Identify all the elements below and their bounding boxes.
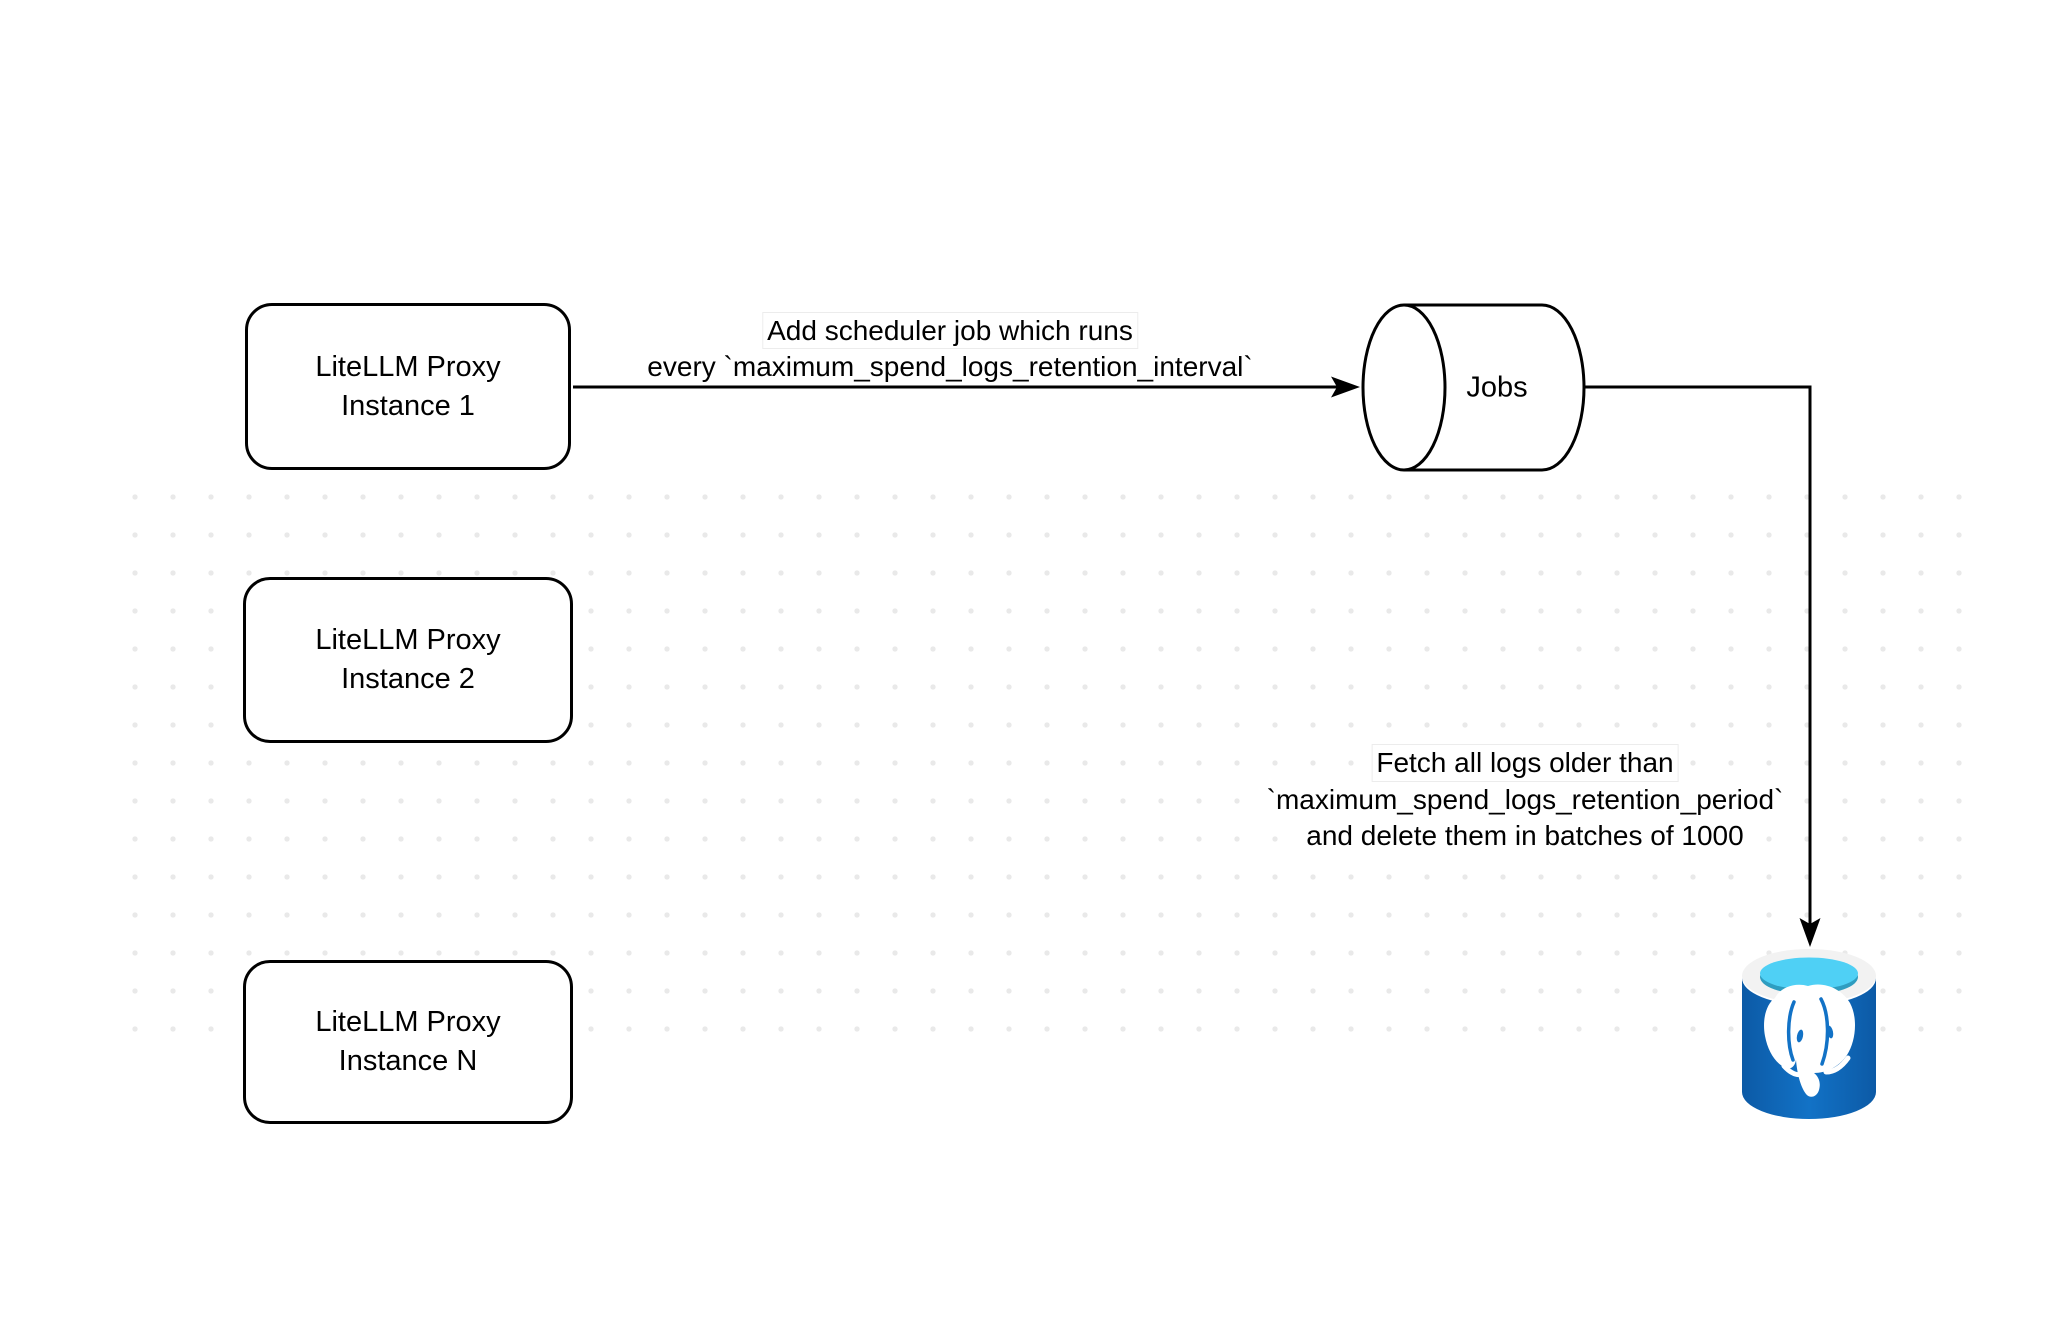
edge-label-line: `maximum_spend_logs_retention_period` [1262, 782, 1788, 818]
edge-cleanup-arrowhead-icon [1799, 918, 1821, 947]
node-litellm-proxy-instance-n: LiteLLM Proxy Instance N [243, 960, 573, 1124]
edge-scheduler-arrowhead-icon [1331, 376, 1360, 398]
edge-label-line: and delete them in batches of 1000 [1302, 818, 1748, 854]
node-label-line: Instance 2 [341, 663, 475, 695]
node-label-line: LiteLLM Proxy [315, 350, 501, 383]
node-jobs-cylinder [1361, 303, 1586, 472]
node-label-line: LiteLLM Proxy [315, 1006, 501, 1038]
edge-label-line: every `maximum_spend_logs_retention_inte… [643, 349, 1257, 384]
edge-label-scheduler: Add scheduler job which runs every `maxi… [643, 312, 1257, 384]
edge-label-line: Fetch all logs older than [1371, 744, 1679, 782]
node-label-line: LiteLLM Proxy [315, 624, 501, 656]
node-label-line: Instance 1 [341, 389, 475, 422]
node-litellm-proxy-instance-2: LiteLLM Proxy Instance 2 [243, 577, 573, 743]
node-jobs-label: Jobs [1466, 371, 1528, 404]
edge-cleanup-line [1584, 385, 1812, 924]
node-label-line: Instance N [338, 1045, 478, 1077]
postgres-elephant-logo [1764, 984, 1856, 1097]
postgresql-database-icon [1742, 949, 1876, 1119]
node-litellm-proxy-instance-1: LiteLLM Proxy Instance 1 [245, 303, 571, 470]
edge-label-line: Add scheduler job which runs [762, 312, 1138, 349]
edge-label-cleanup: Fetch all logs older than `maximum_spend… [1262, 744, 1788, 854]
